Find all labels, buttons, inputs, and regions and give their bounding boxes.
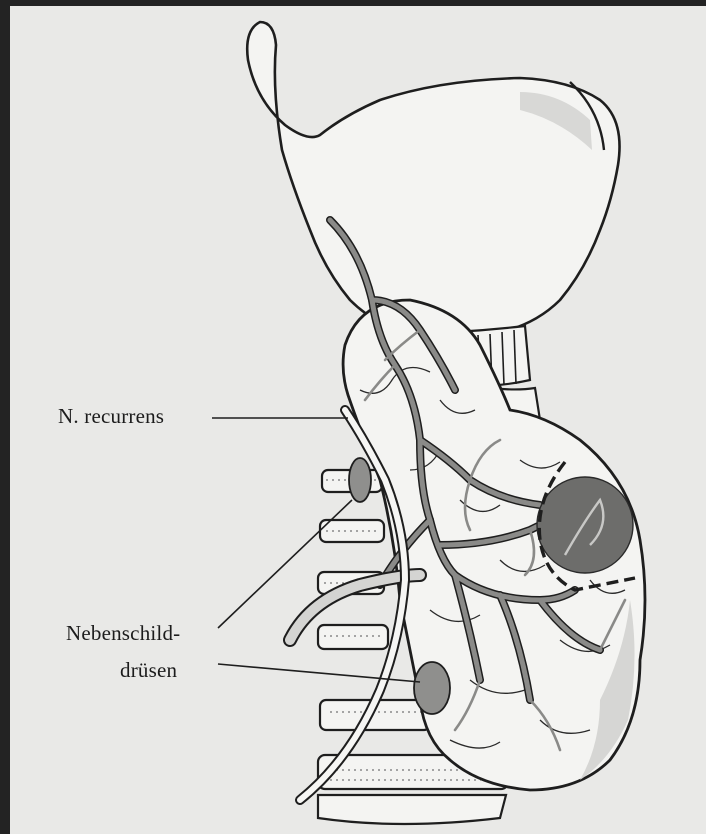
- label-nebenschild-line2: drüsen: [120, 658, 177, 683]
- illustration-frame: N. recurrens Nebenschild- drüsen: [10, 6, 706, 834]
- label-n-recurrens: N. recurrens: [58, 404, 164, 429]
- label-nebenschild-line1: Nebenschild-: [66, 621, 180, 646]
- parathyroid-gland-upper: [349, 458, 371, 502]
- leader-line-nebenschild-upper: [218, 500, 352, 628]
- larynx-cartilage: [247, 22, 619, 337]
- thyroid-nodule: [537, 477, 633, 573]
- trachea-base: [318, 795, 506, 824]
- parathyroid-gland-lower: [414, 662, 450, 714]
- trachea-ring: [318, 625, 388, 649]
